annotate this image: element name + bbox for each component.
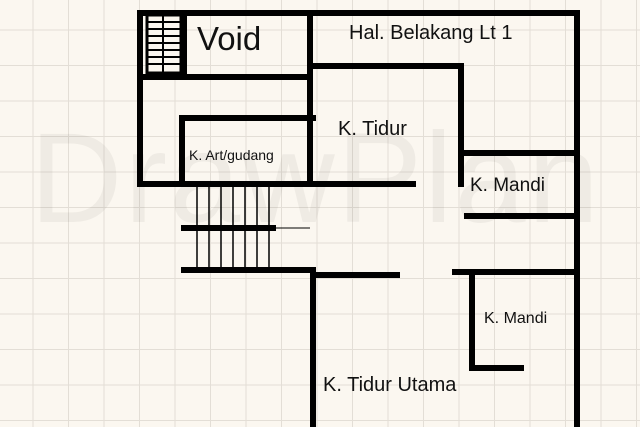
void-stair	[145, 13, 183, 75]
void-stair-treads	[147, 15, 181, 73]
room-label-kamar-mandi-1: K. Mandi	[470, 175, 545, 196]
room-label-kamar-tidur: K. Tidur	[338, 118, 407, 140]
room-label-kamar-art-gudang: K. Art/gudang	[189, 147, 274, 163]
room-label-kamar-mandi-2: K. Mandi	[484, 310, 548, 327]
room-label-hal-belakang: Hal. Belakang Lt 1	[349, 22, 513, 44]
watermark-text: DrawPlan	[30, 105, 601, 252]
room-label-void: Void	[197, 20, 262, 57]
walls	[137, 10, 580, 427]
main-stair	[196, 187, 310, 270]
room-label-kamar-tidur-utama: K. Tidur Utama	[323, 374, 457, 396]
